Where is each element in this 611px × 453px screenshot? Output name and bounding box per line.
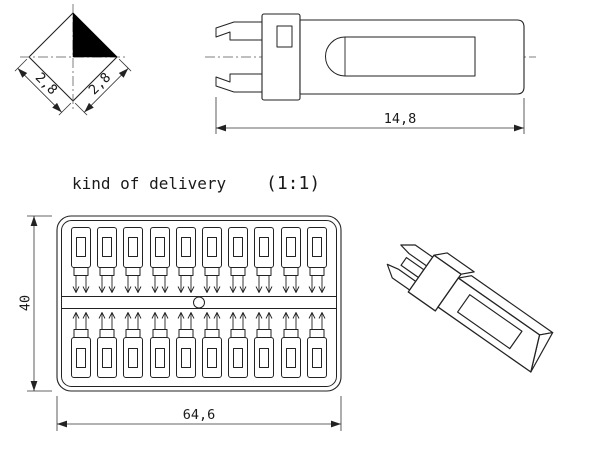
flange-slot (276, 25, 293, 48)
kind-of-delivery-label: kind of delivery (72, 174, 226, 193)
iso-body-window (456, 294, 523, 350)
flange-body (261, 13, 301, 101)
isometric-view (386, 244, 554, 373)
dimension-tray-height: 40 (18, 215, 52, 392)
dimension-part-length: 14,8 (215, 97, 525, 134)
dimension-tray-width: 64,6 (56, 396, 342, 431)
snap-hook-top (215, 21, 263, 41)
cross-section-view: 2,8 2,8 (14, 4, 132, 116)
dimension-label-tray-width: 64,6 (183, 407, 216, 423)
delivery-tray-view: 40 64,6 (18, 215, 342, 431)
dimension-label-part-length: 14,8 (384, 111, 417, 127)
tray-inner-frame (61, 220, 337, 387)
scale-label: (1:1) (266, 173, 320, 194)
side-view: 14,8 (205, 13, 536, 134)
runner-center-hole (193, 296, 205, 309)
light-pipe-body (299, 19, 525, 95)
iso-body-front-face (437, 277, 541, 373)
snap-hook-bottom (215, 73, 263, 93)
prism-section-fill (72, 12, 118, 58)
dimension-label-tray-height: 40 (18, 295, 34, 311)
